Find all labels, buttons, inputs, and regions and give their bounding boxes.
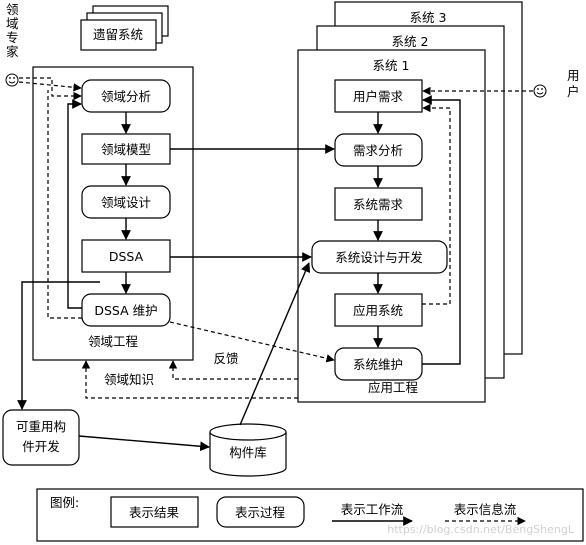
domain-expert-char-2: 域 [6,16,19,31]
maintenance-knowledge-dashed [47,90,82,319]
system-design-label: 系统设计与开发 [335,250,423,265]
user-char-1: 用 [567,68,580,83]
component-library-label: 构件库 [229,445,267,460]
feedback-label: 反馈 [213,351,238,366]
domain-engineering-title: 领域工程 [88,334,139,349]
legend-result-label: 表示结果 [129,505,180,520]
appsys-feedback-to-user-req [422,103,451,305]
dssa-to-reusable-dev [17,281,100,410]
dssa-label: DSSA [109,249,144,264]
feedback-flow [168,360,298,380]
domain-expert-smiley-icon [5,73,19,87]
user-requirements-result [334,79,423,113]
domain-expert-char-4: 家 [6,44,19,59]
library-to-system-design [239,262,311,426]
user-requirements-label: 用户需求 [353,89,404,104]
reusable-dev-to-library [78,435,210,452]
expert-knowledge-flow [19,77,82,101]
reusable-component-dev-process [2,409,80,466]
legend-process-label: 表示过程 [235,505,286,520]
dssa-maintenance-process [81,293,171,327]
application-system-label: 应用系统 [353,303,403,318]
dssa-result [81,239,171,273]
domain-model-label: 领域模型 [101,142,151,157]
dssa-maintenance-to-system-maintenance [169,321,335,363]
loop-maintenance-to-user-req [422,95,461,365]
dssa-maintenance-label: DSSA 维护 [94,303,157,318]
legend-title: 图例: [50,495,79,510]
legend-workflow-label: 表示工作流 [341,502,404,517]
system-requirements-result [334,187,423,221]
loop-maintenance-to-analysis [67,99,82,309]
domain-knowledge-label: 领域知识 [104,372,154,387]
legend-infoflow-label: 表示信息流 [454,502,517,517]
system-2-label: 系统 2 [392,34,429,49]
user-label: 用 户 [567,68,584,99]
legend-process-box [216,496,305,528]
application-engineering-title: 应用工程 [368,380,419,395]
requirements-analysis-label: 需求分析 [353,143,403,158]
domain-expert-char-1: 领 [6,2,19,17]
component-library-cylinder: 构件库 [209,423,287,477]
reusable-component-dev-line-2: 件开发 [22,439,60,454]
system-maintenance-label: 系统维护 [353,357,403,372]
domain-knowledge-flow [81,360,298,399]
expert-to-analysis-flow [18,81,82,92]
system-3-label: 系统 3 [410,10,447,25]
system-design-process [311,240,448,274]
legacy-system: 遗留系统 [80,5,169,51]
domain-analysis-label: 领域分析 [101,89,151,104]
watermark-text: https://blog.csdn.net/BengShengL [387,523,575,536]
user-smiley-icon [533,84,547,98]
user: 用 户 [533,68,584,99]
domain-design-label: 领域设计 [101,195,151,210]
system-1-label: 系统 1 [373,58,410,73]
user-char-2: 户 [567,84,580,99]
system-requirements-label: 系统需求 [353,197,404,212]
domain-expert-char-3: 专 [6,30,19,45]
legacy-system-label: 遗留系统 [93,27,143,42]
domain-expert-label: 领 域 专 家 [6,2,23,59]
domain-expert: 领 域 专 家 [5,2,23,87]
reusable-component-dev-line-1: 可重用构 [16,419,66,434]
legend-result-box [110,496,199,528]
